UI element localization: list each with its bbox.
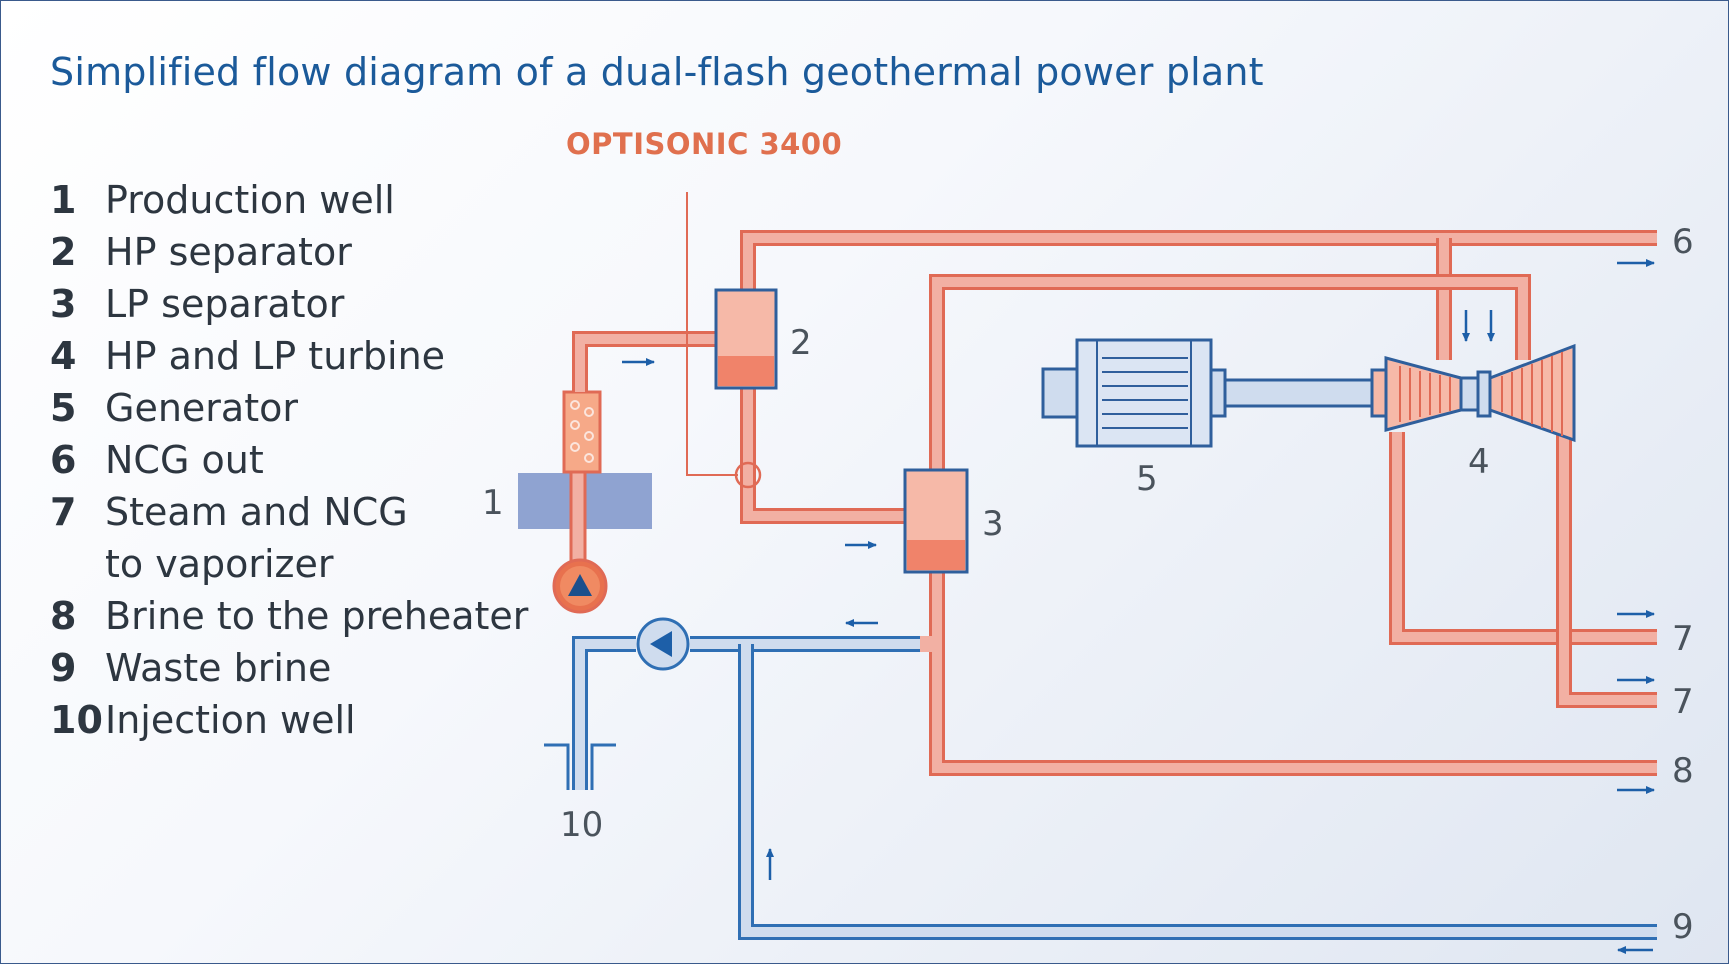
label-hp-separator: 2 xyxy=(790,323,812,363)
hp-separator xyxy=(714,288,778,390)
label-waste-out: 9 xyxy=(1672,907,1694,947)
label-steam-out: 7 xyxy=(1672,682,1694,722)
legend-label: LP separator xyxy=(105,282,345,326)
label-steam-out: 7 xyxy=(1672,619,1694,659)
label-ncg-out: 6 xyxy=(1672,222,1694,262)
label-lp-separator: 3 xyxy=(982,504,1004,544)
cold-pipes xyxy=(572,636,1657,940)
injection-well xyxy=(544,743,616,790)
label-generator: 5 xyxy=(1136,459,1158,499)
legend-label-continued: to vaporizer xyxy=(105,542,334,586)
label-injection-well: 10 xyxy=(560,805,603,845)
flowmeter-label: OPTISONIC 3400 xyxy=(566,127,842,161)
production-pump-icon xyxy=(552,558,608,614)
legend-label: HP and LP turbine xyxy=(105,334,446,378)
flow-arrows xyxy=(622,259,1655,954)
label-brine-out: 8 xyxy=(1672,751,1694,791)
legend-number: 8 xyxy=(50,594,77,638)
page-title: Simplified flow diagram of a dual-flash … xyxy=(50,50,1264,94)
legend-number: 5 xyxy=(50,386,77,430)
legend-number: 2 xyxy=(50,230,77,274)
legend-number: 4 xyxy=(50,334,77,378)
generator xyxy=(1041,338,1374,448)
legend-label: HP separator xyxy=(105,230,352,274)
injection-pump-icon xyxy=(636,617,690,671)
legend-label: Production well xyxy=(105,178,395,222)
legend-label: Injection well xyxy=(105,698,356,742)
legend-label: NCG out xyxy=(105,438,264,482)
legend-number: 10 xyxy=(50,698,103,742)
legend-label: Waste brine xyxy=(105,646,332,690)
legend-number: 9 xyxy=(50,646,77,690)
legend-label: Generator xyxy=(105,386,298,430)
legend-number: 1 xyxy=(50,178,77,222)
label-production-well: 1 xyxy=(482,483,504,523)
legend-number: 3 xyxy=(50,282,77,326)
legend-label: Brine to the preheater xyxy=(105,594,529,638)
label-turbine: 4 xyxy=(1468,442,1490,482)
turbine xyxy=(1370,343,1576,443)
legend-number: 6 xyxy=(50,438,77,482)
legend-label: Steam and NCG xyxy=(105,490,408,534)
flowmeter-callout xyxy=(686,192,762,489)
legend-number: 7 xyxy=(50,490,77,534)
lp-separator xyxy=(903,468,969,574)
